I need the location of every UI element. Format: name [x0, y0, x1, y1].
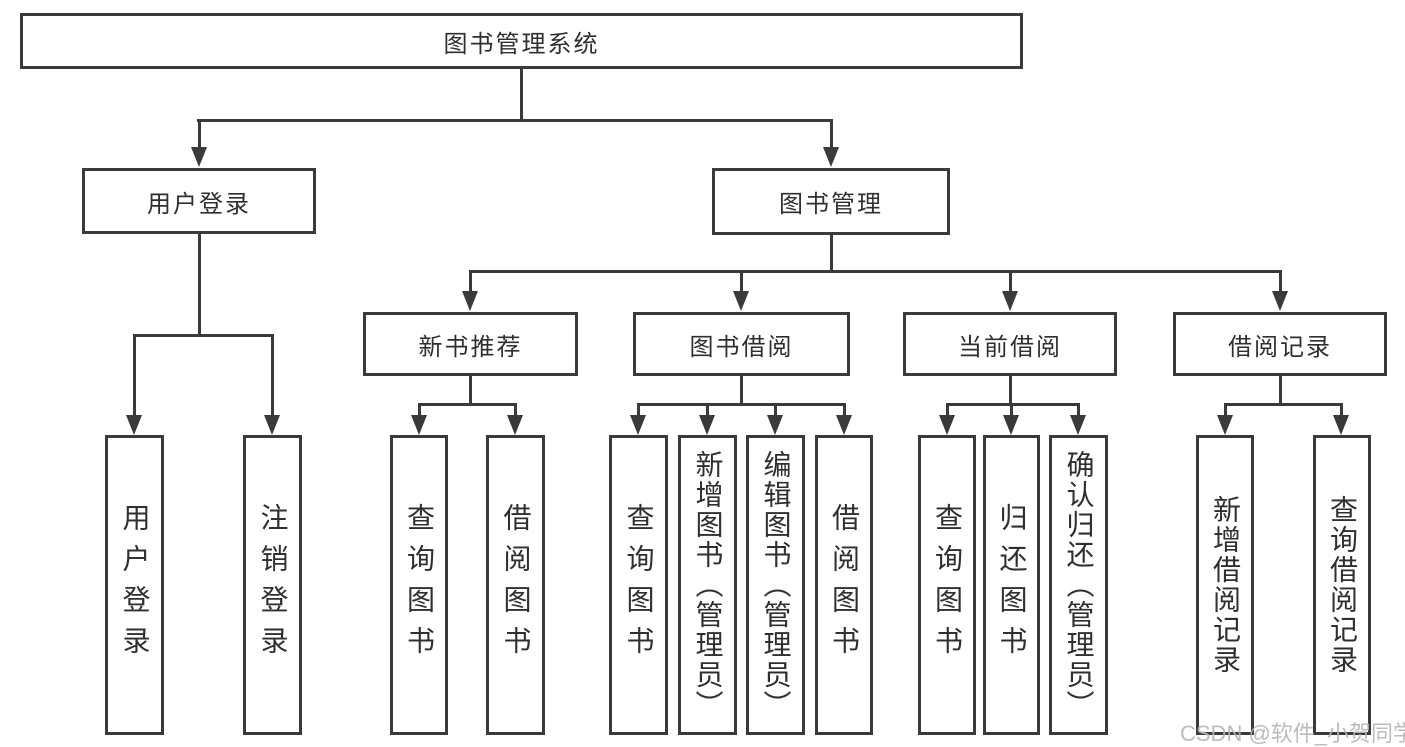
connector-to-leaf: [1224, 403, 1227, 417]
leaf-add-book-admin: 新增图书（管理员）: [678, 435, 737, 735]
connector-arrowhead: [1272, 291, 1288, 311]
connector-group-bus: [1224, 403, 1343, 406]
connector-arrowhead: [1070, 415, 1086, 435]
leaf-label: 编辑图书（管理员）: [760, 450, 792, 720]
leaf-label: 用户登录: [119, 503, 151, 667]
watermark: CSDN @软件_小贺同学: [1180, 721, 1405, 746]
connector-to-node: [1279, 270, 1282, 293]
connector-to-book-management: [830, 119, 833, 149]
leaf-label: 归还图书: [996, 503, 1028, 667]
connector-to-user-login: [198, 119, 201, 149]
connector-arrowhead: [836, 415, 852, 435]
node-library-management-system: 图书管理系统: [20, 13, 1023, 69]
connector-arrowhead: [699, 415, 715, 435]
leaf-label: 新增借阅记录: [1210, 495, 1241, 675]
leaf-label: 新增图书（管理员）: [692, 450, 724, 720]
leaf-query-books-current: 查询图书: [918, 435, 976, 735]
leaf-label: 借阅图书: [829, 503, 860, 667]
connector-group-stem: [1279, 376, 1282, 405]
connector-root-stem: [520, 69, 523, 121]
connector-arrowhead: [126, 415, 142, 435]
connector-arrowhead: [462, 291, 478, 311]
leaf-label: 查询图书: [623, 503, 655, 667]
connector-arrowhead: [1003, 415, 1019, 435]
connector-to-leaf: [133, 334, 136, 416]
connector-arrowhead: [823, 147, 839, 167]
connector-user-login-bus: [133, 334, 274, 337]
connector-to-leaf: [946, 403, 949, 417]
connector-user-login-stem: [198, 234, 201, 336]
connector-to-leaf: [418, 403, 421, 417]
leaf-user-login: 用户登录: [105, 435, 164, 735]
connector-to-node: [1009, 270, 1012, 293]
leaf-label: 查询借阅记录: [1327, 495, 1358, 675]
connector-arrowhead: [264, 415, 280, 435]
connector-to-leaf: [1010, 403, 1013, 417]
connector-to-leaf: [271, 334, 274, 416]
connector-group-stem: [1009, 376, 1012, 405]
connector-book-management-bus: [469, 270, 1281, 273]
connector-group-stem: [469, 376, 472, 405]
leaf-borrow-books-recommend: 借阅图书: [486, 435, 545, 735]
connector-to-leaf: [706, 403, 709, 417]
connector-to-leaf: [514, 403, 517, 417]
connector-arrowhead: [939, 415, 955, 435]
leaf-return-books: 归还图书: [983, 435, 1040, 735]
leaf-confirm-return-admin: 确认归还（管理员）: [1049, 435, 1108, 735]
connector-to-node: [469, 270, 472, 293]
connector-arrowhead: [191, 147, 207, 167]
connector-to-leaf: [637, 403, 640, 417]
leaf-add-borrow-record: 新增借阅记录: [1196, 435, 1254, 735]
connector-to-leaf: [1077, 403, 1080, 417]
connector-arrowhead: [1002, 291, 1018, 311]
connector-group-bus: [637, 403, 845, 406]
connector-arrowhead: [411, 415, 427, 435]
connector-root-bus: [197, 119, 833, 122]
node-new-book-recommendation: 新书推荐: [363, 312, 578, 376]
connector-arrowhead: [767, 415, 783, 435]
leaf-edit-book-admin: 编辑图书（管理员）: [746, 435, 805, 735]
node-book-management: 图书管理: [712, 168, 950, 235]
connector-arrowhead: [1333, 415, 1349, 435]
node-book-borrowing: 图书借阅: [633, 312, 850, 376]
node-current-borrowing: 当前借阅: [903, 312, 1117, 376]
connector-to-node: [740, 270, 743, 293]
connector-group-bus: [418, 403, 517, 406]
leaf-logout: 注销登录: [243, 435, 302, 735]
connector-to-leaf: [843, 403, 846, 417]
connector-group-stem: [740, 376, 743, 405]
leaf-query-books-recommend: 查询图书: [390, 435, 448, 735]
leaf-label: 查询图书: [932, 503, 963, 667]
connector-book-management-stem: [830, 235, 833, 272]
node-user-login: 用户登录: [82, 168, 316, 234]
node-borrowing-records: 借阅记录: [1173, 312, 1387, 376]
connector-arrowhead: [733, 291, 749, 311]
leaf-borrow-books-borrowing: 借阅图书: [815, 435, 873, 735]
leaf-query-borrow-record: 查询借阅记录: [1313, 435, 1371, 735]
leaf-label: 借阅图书: [500, 503, 532, 667]
connector-arrowhead: [630, 415, 646, 435]
leaf-query-books-borrowing: 查询图书: [609, 435, 668, 735]
leaf-label: 确认归还（管理员）: [1063, 450, 1095, 720]
leaf-label: 查询图书: [404, 503, 435, 667]
connector-arrowhead: [507, 415, 523, 435]
connector-to-leaf: [1340, 403, 1343, 417]
leaf-label: 注销登录: [257, 503, 289, 667]
connector-arrowhead: [1217, 415, 1233, 435]
connector-group-bus: [946, 403, 1080, 406]
connector-to-leaf: [774, 403, 777, 417]
